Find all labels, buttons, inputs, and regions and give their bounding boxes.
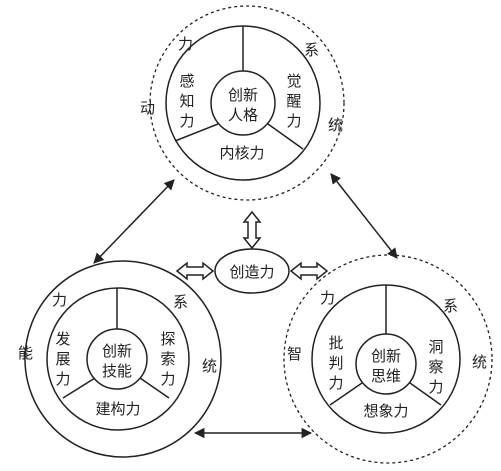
top-divider-right <box>267 123 304 150</box>
top-core-line-2: 人格 <box>228 106 258 124</box>
right-ring-char-2: 力 <box>320 289 335 307</box>
right-core-line-2: 思维 <box>371 367 401 385</box>
right-right-char-3: 力 <box>428 378 443 396</box>
right-right-char-1: 洞 <box>428 338 443 356</box>
left-ring-char-3: 系 <box>173 293 188 311</box>
left-left-char-1: 发 <box>55 330 70 348</box>
top-core-line-1: 创新 <box>228 86 258 104</box>
left-left-char-3: 力 <box>55 370 70 388</box>
right-ring-char-4: 统 <box>472 353 487 371</box>
left-divider-right <box>139 377 170 399</box>
top-outer-dashed-ring <box>149 5 345 201</box>
top-left-char-2: 知 <box>179 92 194 110</box>
left-left-char-2: 展 <box>55 350 70 368</box>
right-ring-char-1: 智 <box>287 345 302 363</box>
left-right-char-2: 索 <box>160 350 175 368</box>
left-ring-char-1: 能 <box>18 344 33 362</box>
arrow-top-left <box>93 179 175 264</box>
right-outer-dashed-ring <box>283 254 493 464</box>
top-ring-char-3: 系 <box>304 41 319 59</box>
center-node: 创造力 <box>175 210 329 294</box>
center-up-double-arrow <box>242 210 262 250</box>
left-ring-char-4: 统 <box>202 357 217 375</box>
top-system: 动 力 系 统 创新 人格 感 知 力 觉 醒 力 内核力 <box>140 5 345 201</box>
top-right-char-1: 觉 <box>286 72 301 90</box>
left-core-line-2: 技能 <box>102 362 132 380</box>
top-bottom-label: 内核力 <box>219 144 264 162</box>
top-ring-char-2: 力 <box>178 35 193 53</box>
left-core-line-1: 创新 <box>102 342 132 360</box>
arrow-top-right <box>330 173 398 259</box>
left-bottom-label: 建构力 <box>95 400 140 418</box>
top-ring-char-4: 统 <box>328 116 343 134</box>
center-label: 创造力 <box>229 263 274 281</box>
right-left-char-1: 批 <box>328 334 343 352</box>
right-divider-right <box>409 382 442 406</box>
center-left-double-arrow <box>175 261 215 281</box>
top-right-char-3: 力 <box>286 112 301 130</box>
top-ring-char-1: 动 <box>140 99 155 117</box>
top-left-char-1: 感 <box>179 72 194 90</box>
right-core-line-1: 创新 <box>371 347 401 365</box>
left-system: 能 力 系 统 创新 技能 发 展 力 探 索 力 建构力 <box>18 260 222 458</box>
right-system: 智 力 系 统 创新 思维 批 判 力 洞 察 力 想象力 <box>283 254 493 464</box>
top-right-char-2: 醒 <box>286 92 301 110</box>
top-left-char-3: 力 <box>179 112 194 130</box>
left-ring-char-2: 力 <box>52 291 67 309</box>
right-divider-left <box>329 382 363 406</box>
center-right-double-arrow <box>289 261 329 281</box>
top-divider-left <box>174 123 219 142</box>
right-left-char-3: 力 <box>328 374 343 392</box>
left-divider-left <box>62 377 96 399</box>
left-right-char-3: 力 <box>160 370 175 388</box>
right-ring-char-3: 系 <box>443 297 458 315</box>
left-right-char-1: 探 <box>160 330 175 348</box>
right-bottom-label: 想象力 <box>363 402 408 420</box>
right-left-char-2: 判 <box>328 354 343 372</box>
right-right-char-2: 察 <box>428 358 443 376</box>
left-inner-circle <box>46 287 190 431</box>
